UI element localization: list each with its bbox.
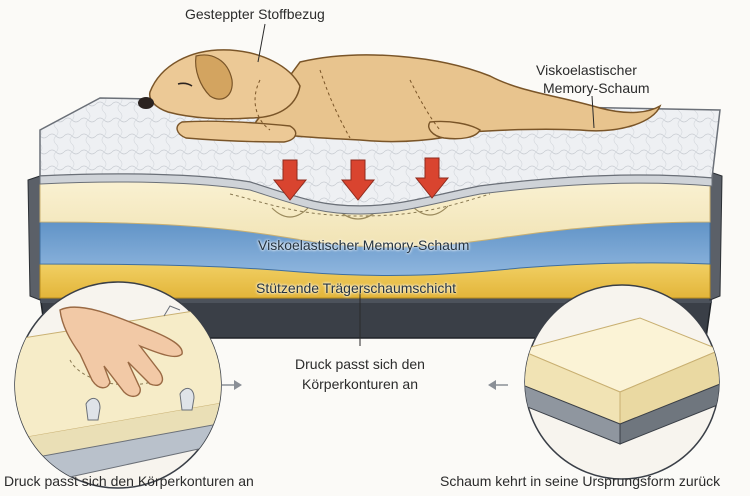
label-memory-top-line1: Viskoelastischer	[536, 61, 637, 79]
label-cover: Gesteppter Stoffbezug	[185, 5, 325, 23]
arrow-icon	[488, 380, 508, 390]
inset-right-caption: Schaum kehrt in seine Ursprungsform zurü…	[440, 472, 720, 490]
side-panel-left	[28, 176, 40, 300]
label-memory-top-line2: Memory-Schaum	[543, 79, 650, 97]
side-panel-right	[710, 172, 722, 300]
arrow-icon	[222, 380, 242, 390]
label-pressure-line2: Körperkonturen an	[290, 375, 430, 393]
label-pressure-line1: Druck passt sich den	[290, 355, 430, 373]
inset-left-caption: Druck passt sich den Körperkonturen an	[4, 472, 254, 490]
label-memory-layer: Viskoelastischer Memory-Schaum	[258, 236, 469, 254]
label-support-layer: Stützende Trägerschaumschicht	[256, 279, 456, 297]
